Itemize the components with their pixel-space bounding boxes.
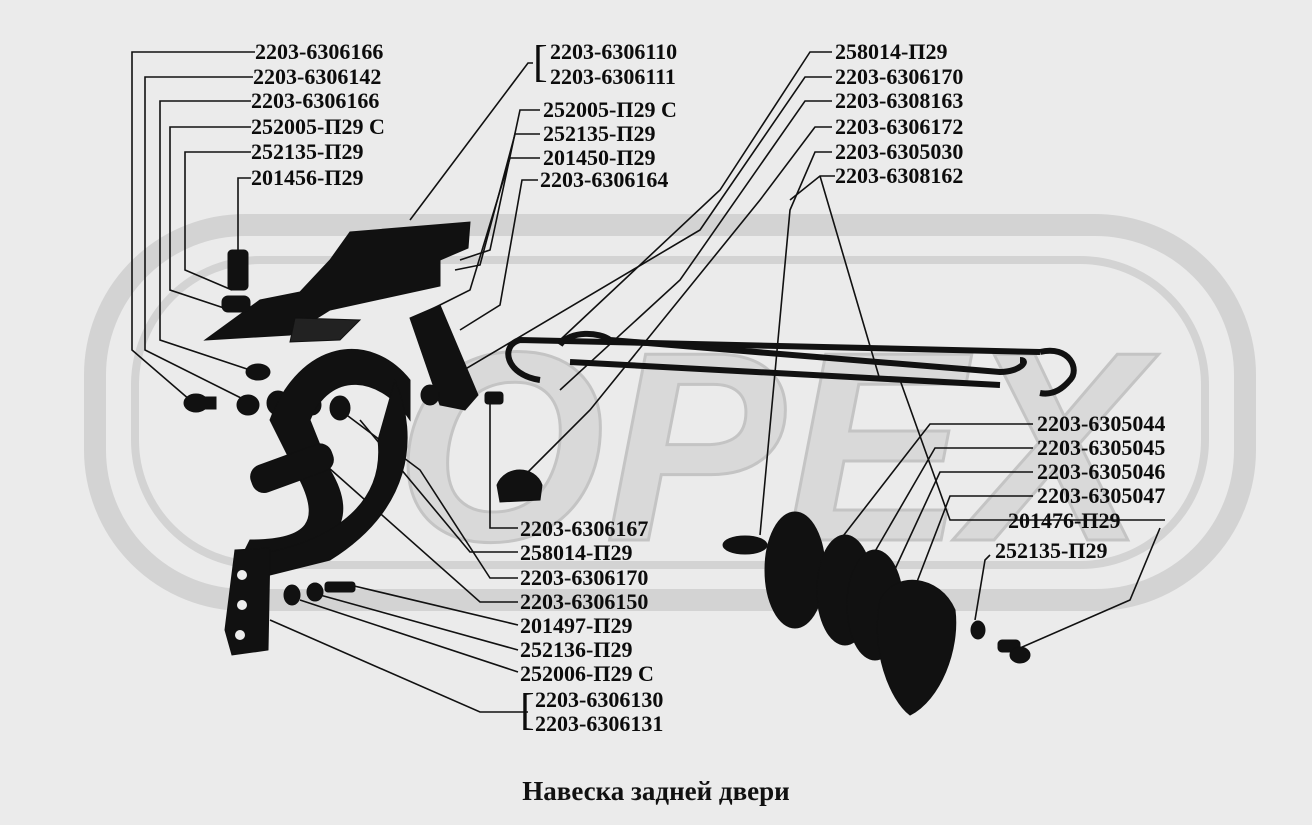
label-part-1: 2203-6306166 bbox=[255, 39, 384, 64]
washer-small-icon bbox=[970, 620, 986, 640]
label-part-6: 201456-П29 bbox=[251, 165, 364, 190]
label-part-17: 2203-6305030 bbox=[835, 139, 964, 164]
label-part-28: 2203-6306150 bbox=[520, 589, 649, 614]
label-part-21: 2203-6305046 bbox=[1037, 459, 1166, 484]
diagram-caption: Навеска задней двери bbox=[522, 776, 790, 806]
label-part-25: 2203-6306167 bbox=[520, 516, 649, 541]
washer-icon bbox=[236, 394, 260, 416]
label-part-26: 258014-П29 bbox=[520, 540, 633, 565]
label-part-33: 2203-6306131 bbox=[535, 711, 664, 736]
label-part-16: 2203-6306172 bbox=[835, 114, 964, 139]
label-part-2: 2203-6306142 bbox=[253, 64, 382, 89]
label-part-20: 2203-6305045 bbox=[1037, 435, 1166, 460]
pin-icon bbox=[250, 443, 334, 494]
label-part-29: 201497-П29 bbox=[520, 613, 633, 638]
label-part-32: 2203-6306130 bbox=[535, 687, 664, 712]
rubber-stop bbox=[496, 469, 543, 503]
label-part-8: 2203-6306111 bbox=[550, 64, 676, 89]
label-part-31: 252006-П29 С bbox=[520, 661, 654, 686]
label-part-27: 2203-6306170 bbox=[520, 565, 649, 590]
parts bbox=[183, 221, 1077, 716]
label-part-10: 252135-П29 bbox=[543, 121, 656, 146]
label-part-15: 2203-6308163 bbox=[835, 88, 964, 113]
door-bumper bbox=[722, 511, 957, 716]
label-part-11: 201450-П29 bbox=[543, 145, 656, 170]
brace-bottom: [ bbox=[520, 685, 535, 734]
lower-bracket bbox=[224, 547, 271, 656]
label-part-24: 252135-П29 bbox=[995, 538, 1108, 563]
label-part-3: 2203-6306166 bbox=[251, 88, 380, 113]
bolt-icon bbox=[227, 249, 249, 291]
label-part-18: 2203-6308162 bbox=[835, 163, 964, 188]
label-part-19: 2203-6305044 bbox=[1037, 411, 1166, 436]
label-part-14: 2203-6306170 bbox=[835, 64, 964, 89]
brace-top: [ bbox=[533, 37, 548, 86]
label-part-12: 2203-6306164 bbox=[540, 167, 669, 192]
label-part-4: 252005-П29 С bbox=[251, 114, 385, 139]
watermark-logo bbox=[84, 214, 1256, 611]
label-part-22: 2203-6305047 bbox=[1037, 483, 1166, 508]
label-part-13: 258014-П29 bbox=[835, 39, 948, 64]
label-part-9: 252005-П29 С bbox=[543, 97, 677, 122]
label-part-5: 252135-П29 bbox=[251, 139, 364, 164]
label-part-23: 201476-П29 bbox=[1008, 508, 1121, 533]
label-part-7: 2203-6306110 bbox=[550, 39, 678, 64]
label-part-30: 252136-П29 bbox=[520, 637, 633, 662]
spring-hook bbox=[505, 330, 1077, 397]
